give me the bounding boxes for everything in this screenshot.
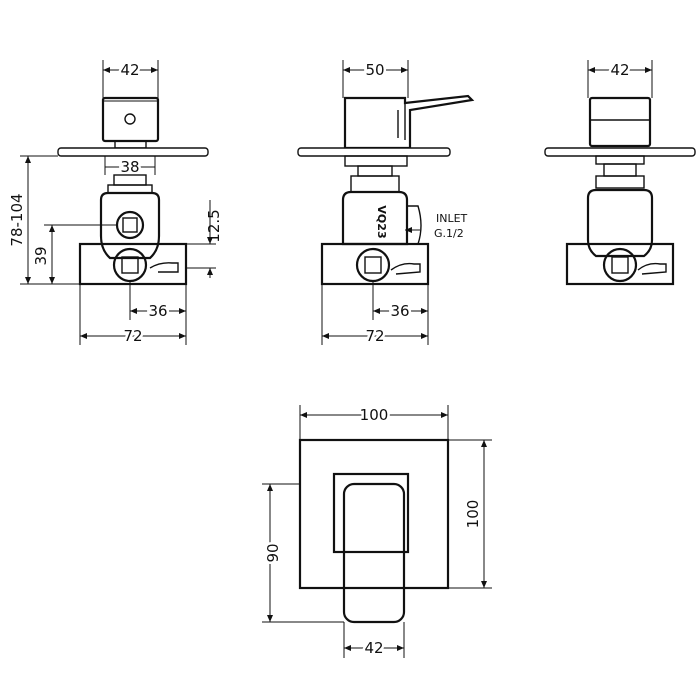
- dim-height-range: 78-104: [8, 193, 26, 246]
- dim-inlet-spacing-left: 36: [148, 302, 167, 320]
- front-view: 50 VQ23 INLET G.1/2 36: [297, 59, 475, 348]
- dim-top-width-front: 50: [365, 61, 384, 79]
- dim-plate-width-left: 38: [120, 158, 139, 176]
- dim-outlet-offset: 12.5: [205, 209, 223, 242]
- dim-lever-width: 42: [364, 639, 383, 657]
- valve-code-label: VQ23: [375, 205, 388, 238]
- dim-plate-width: 100: [360, 406, 389, 424]
- inlet-label: INLET: [436, 212, 468, 225]
- dim-inlet-spacing-front: 36: [390, 302, 409, 320]
- dim-lever-height: 90: [264, 543, 282, 562]
- side-view-left: 42 38 78-104: [8, 59, 223, 348]
- dim-top-width-right: 42: [610, 61, 629, 79]
- dim-outlet-height: 39: [32, 246, 50, 265]
- dim-top-width-left: 42: [120, 61, 139, 79]
- dim-plate-height: 100: [464, 500, 482, 529]
- dim-body-width-front: 72: [365, 327, 384, 345]
- plate-view: 100 100 90 42: [262, 404, 492, 660]
- side-view-right: 42: [544, 59, 696, 286]
- inlet-thread-label: G.1/2: [434, 227, 464, 240]
- dim-body-width-left: 72: [123, 327, 142, 345]
